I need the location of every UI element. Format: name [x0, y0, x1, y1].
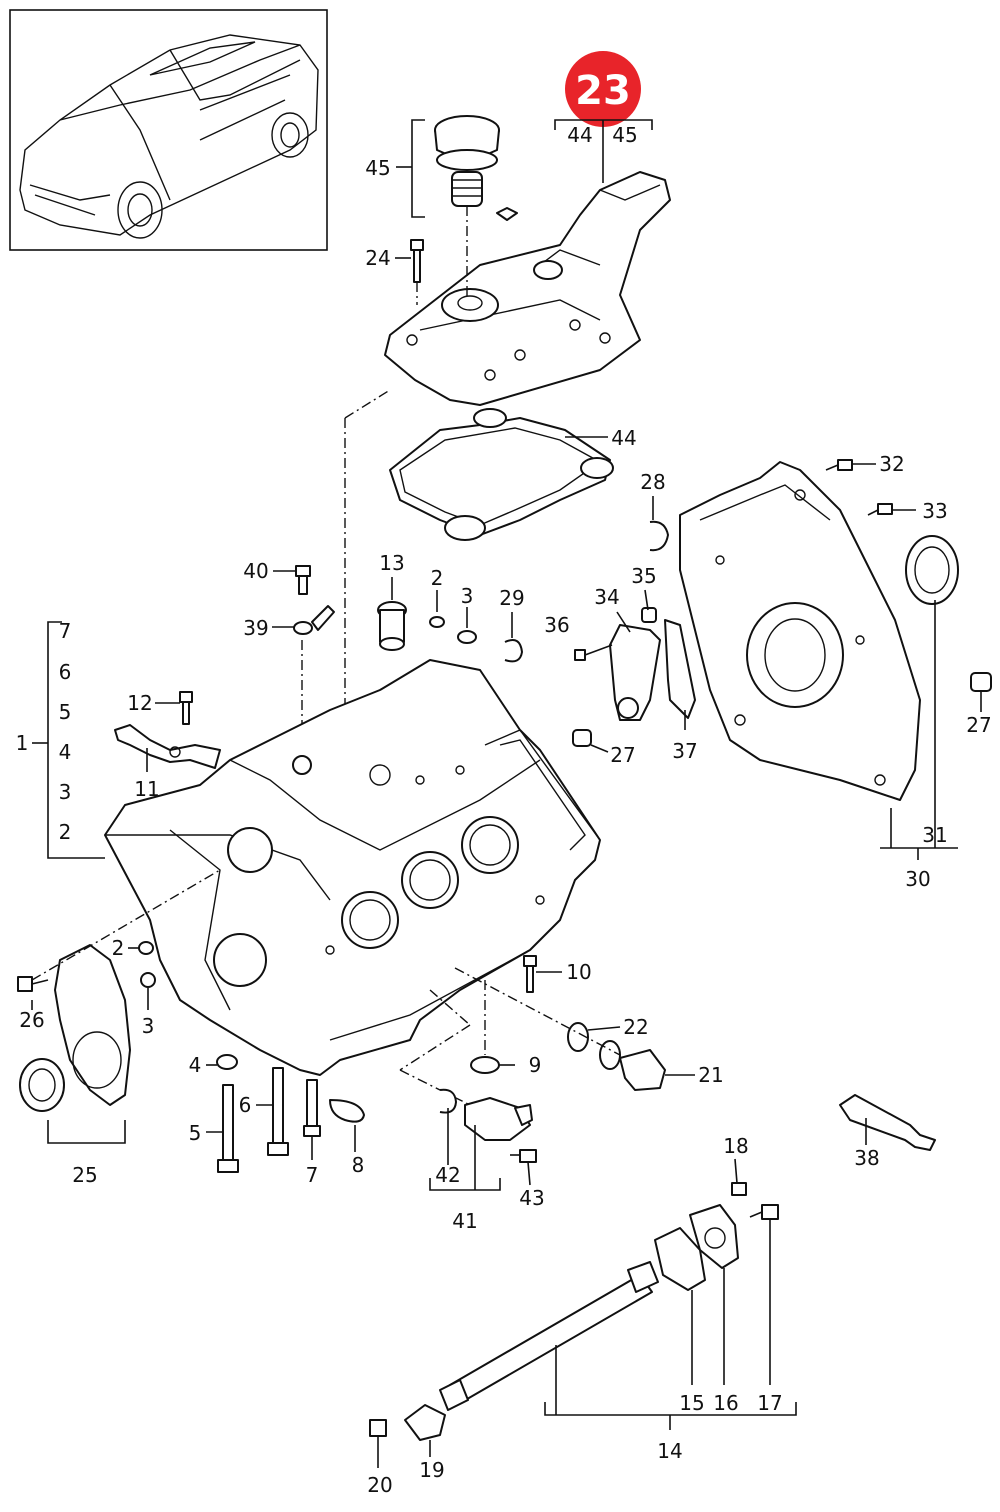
- front-cover-25: [17, 869, 221, 1144]
- engine-block: [104, 659, 601, 1076]
- label-42: 42: [435, 1163, 460, 1187]
- label-39: 39: [243, 616, 268, 640]
- label-2-list: 2: [59, 820, 72, 844]
- badge-number: 23: [575, 68, 631, 114]
- label-10: 10: [566, 960, 591, 984]
- part-labels: 44 45 45 24 44 32 33 28 13 40 2 3 29 35 …: [16, 123, 992, 1497]
- part-11-12: [114, 691, 221, 772]
- label-2-top: 2: [431, 566, 444, 590]
- label-2-front: 2: [112, 936, 125, 960]
- label-36: 36: [544, 613, 569, 637]
- label-33: 33: [922, 499, 947, 523]
- bracket-44-45: [554, 119, 653, 183]
- small-parts-top: [429, 590, 523, 663]
- label-19: 19: [419, 1458, 444, 1482]
- label-32: 32: [879, 452, 904, 476]
- label-31: 31: [922, 823, 947, 847]
- circlip-28: [649, 496, 669, 552]
- label-44: 44: [611, 426, 636, 450]
- bolt-24: [395, 239, 424, 305]
- label-20: 20: [367, 1473, 392, 1497]
- label-25: 25: [72, 1163, 97, 1187]
- label-27: 27: [610, 743, 635, 767]
- valve-cover: [384, 171, 671, 406]
- label-40: 40: [243, 559, 268, 583]
- label-21: 21: [698, 1063, 723, 1087]
- label-6-list: 6: [59, 660, 72, 684]
- label-9: 9: [529, 1053, 542, 1077]
- label-38: 38: [854, 1146, 879, 1170]
- label-12: 12: [127, 691, 152, 715]
- bracket-1: [32, 621, 105, 859]
- rear-cover: [679, 459, 959, 860]
- plug-27a: [572, 729, 609, 753]
- label-18: 18: [723, 1134, 748, 1158]
- label-5-list: 5: [59, 700, 72, 724]
- oil-cap-assembly: [396, 115, 518, 300]
- label-41: 41: [452, 1209, 477, 1233]
- small-parts-front: [128, 941, 156, 1010]
- label-4: 4: [189, 1053, 202, 1077]
- label-28: 28: [640, 470, 665, 494]
- label-37: 37: [672, 739, 697, 763]
- plug-27b: [970, 672, 992, 712]
- label-1: 1: [16, 731, 29, 755]
- parts-34-37: [574, 589, 696, 730]
- label-24: 24: [365, 246, 390, 270]
- label-3-top: 3: [461, 584, 474, 608]
- part-13: [377, 577, 407, 651]
- label-26: 26: [19, 1008, 44, 1032]
- label-34: 34: [594, 585, 619, 609]
- label-35: 35: [631, 564, 656, 588]
- vehicle-thumbnail: [9, 9, 328, 251]
- label-3-front: 3: [142, 1014, 155, 1038]
- label-7: 7: [306, 1163, 319, 1187]
- sensor-39-40: [272, 565, 335, 635]
- label-11: 11: [134, 777, 159, 801]
- label-14: 14: [657, 1439, 682, 1463]
- label-17: 17: [757, 1391, 782, 1415]
- label-27-right: 27: [966, 713, 991, 737]
- parts-9-10-21-22: [399, 955, 695, 1111]
- label-13: 13: [379, 551, 404, 575]
- label-15: 15: [679, 1391, 704, 1415]
- label-45-top: 45: [612, 123, 637, 147]
- gasket-44: [389, 408, 614, 541]
- label-45: 45: [365, 156, 390, 180]
- label-8: 8: [352, 1153, 365, 1177]
- label-29: 29: [499, 586, 524, 610]
- bolts-bottom: [206, 1054, 365, 1173]
- label-22: 22: [623, 1015, 648, 1039]
- shaft-14: [369, 1158, 797, 1468]
- label-43: 43: [519, 1186, 544, 1210]
- label-7-list: 7: [59, 619, 72, 643]
- label-16: 16: [713, 1391, 738, 1415]
- label-3-list: 3: [59, 780, 72, 804]
- label-4-list: 4: [59, 740, 72, 764]
- label-44-top: 44: [567, 123, 592, 147]
- tube-38: [839, 1094, 936, 1151]
- parts-41-43: [429, 1088, 537, 1191]
- label-6: 6: [239, 1093, 252, 1117]
- callout-badge: 23: [565, 51, 641, 127]
- label-30: 30: [905, 867, 930, 891]
- label-5: 5: [189, 1121, 202, 1145]
